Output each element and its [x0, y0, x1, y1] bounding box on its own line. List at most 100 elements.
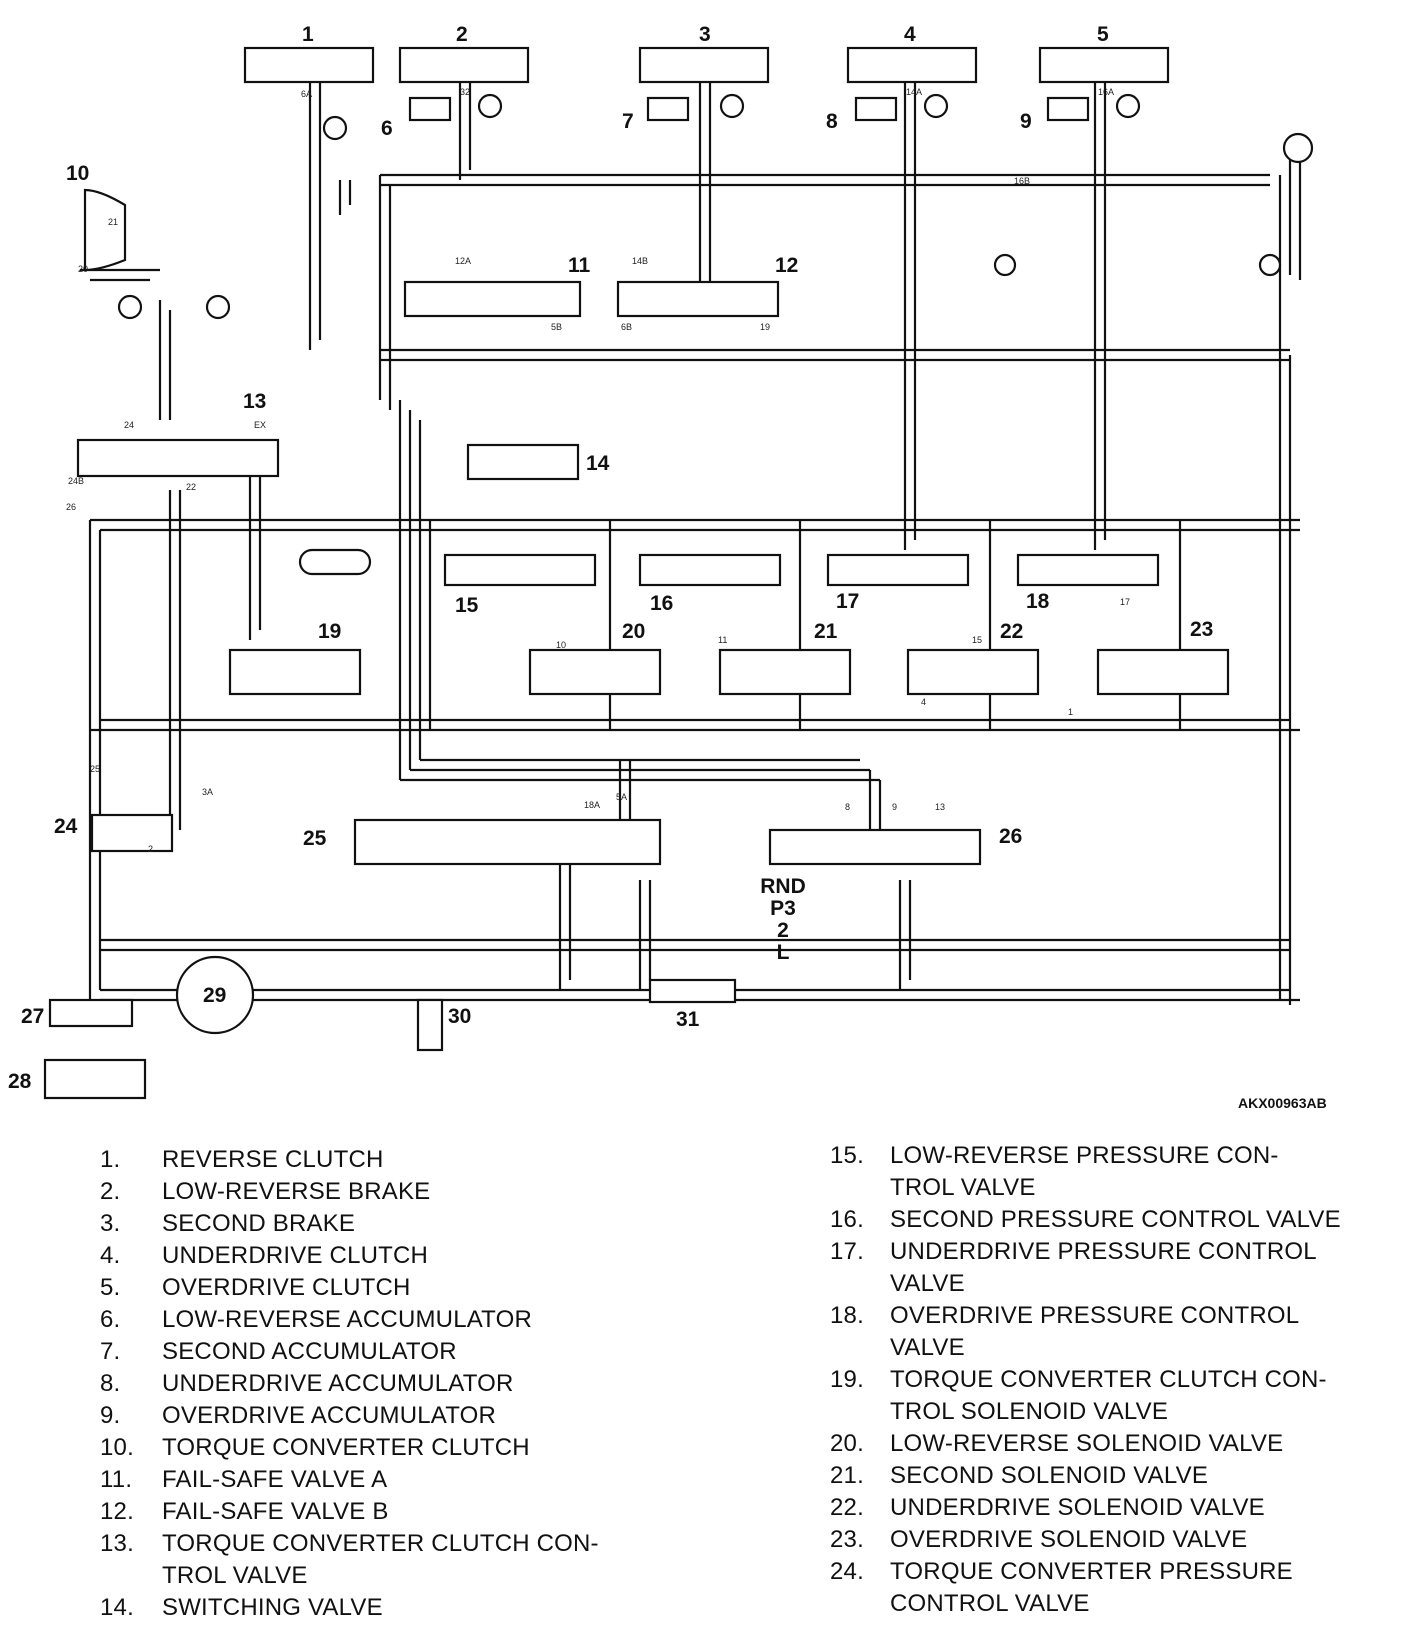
- legend-item-number: 12.: [100, 1498, 134, 1525]
- port-label: 16B: [1014, 176, 1030, 186]
- callout-26: 26: [999, 825, 1022, 848]
- low-reverse-pressure-control-valve: [443, 553, 597, 587]
- valve-bodies: [43, 93, 1314, 1100]
- port-label: 9: [892, 802, 897, 812]
- callout-10: 10: [66, 162, 89, 185]
- low-reverse-accumulator: [408, 96, 452, 122]
- callout-5: 5: [1097, 23, 1109, 46]
- port-label: 6B: [621, 322, 632, 332]
- second-accumulator: [646, 96, 690, 122]
- legend-item-number: 3.: [100, 1210, 121, 1237]
- legend-item-number: 18.: [830, 1302, 864, 1329]
- callout-21: 21: [814, 620, 838, 643]
- overdrive-accumulator: [1046, 96, 1090, 122]
- pressure-check-6: [117, 294, 143, 320]
- port-label: 10: [556, 640, 566, 650]
- port-label: 21: [108, 217, 118, 227]
- callout-27: 27: [21, 1005, 44, 1028]
- callout-9: 9: [1020, 110, 1032, 133]
- overdrive-pressure-control-valve: [1016, 553, 1160, 587]
- legend-item: 8.UNDERDRIVE ACCUMULATOR: [100, 1368, 660, 1400]
- component-30: [416, 998, 444, 1052]
- legend-item-number: 24.: [830, 1558, 864, 1585]
- port-label: 19: [760, 322, 770, 332]
- port-label: 17: [1120, 597, 1130, 607]
- port-label: 4: [921, 697, 926, 707]
- low-reverse-solenoid-valve: [528, 648, 662, 696]
- port-label: 11: [718, 635, 727, 645]
- manual-valve: [768, 828, 982, 866]
- legend-item-number: 1.: [100, 1146, 121, 1173]
- legend-item: 5.OVERDRIVE CLUTCH: [100, 1272, 660, 1304]
- legend-item-number: 7.: [100, 1338, 121, 1365]
- reverse-clutch-box: [243, 46, 375, 84]
- port-label: 16A: [1098, 87, 1114, 97]
- pressure-check-5: [1115, 93, 1141, 119]
- legend-item-number: 6.: [100, 1306, 121, 1333]
- legend-item-text: REVERSE CLUTCH: [162, 1146, 384, 1173]
- underdrive-solenoid-valve: [906, 648, 1040, 696]
- torque-converter-clutch: [83, 188, 127, 272]
- legend-item-number: 20.: [830, 1430, 864, 1457]
- legend-item-text: LOW-REVERSE BRAKE: [162, 1178, 431, 1205]
- overdrive-clutch-box: [1038, 46, 1170, 84]
- legend-item-text: UNDERDRIVE CLUTCH: [162, 1242, 429, 1269]
- callout-28: 28: [8, 1070, 32, 1093]
- pressure-check-4: [923, 93, 949, 119]
- legend-item-number: 16.: [830, 1206, 864, 1233]
- port-label: 25: [90, 764, 100, 774]
- regulator-valve: [353, 818, 662, 866]
- callout-3: 3: [699, 23, 711, 46]
- callout-23: 23: [1190, 618, 1213, 641]
- fail-safe-valve-b: [616, 280, 780, 318]
- legend-item: 21.SECOND SOLENOID VALVE: [830, 1460, 1400, 1492]
- legend-item-number: 14.: [100, 1594, 134, 1621]
- callout-24: 24: [54, 815, 78, 838]
- legend-item-number: 13.: [100, 1530, 134, 1557]
- legend-item: 18.OVERDRIVE PRESSURE CONTROL VALVE: [830, 1300, 1400, 1364]
- pressure-check-7: [205, 294, 231, 320]
- pressure-check-2: [477, 93, 503, 119]
- callout-2: 2: [456, 23, 468, 46]
- callout-31: 31: [676, 1008, 700, 1031]
- second-brake-box: [638, 46, 770, 84]
- second-pressure-control-valve: [638, 553, 782, 587]
- callout-19: 19: [318, 620, 341, 643]
- check-ball-1: [993, 253, 1017, 277]
- legend-item-text: OVERDRIVE ACCUMULATOR: [162, 1402, 497, 1429]
- fail-safe-valve-a: [403, 280, 582, 318]
- legend-item-number: 21.: [830, 1462, 864, 1489]
- callout-7: 7: [622, 110, 634, 133]
- legend-item: 17.UNDERDRIVE PRESSURE CONTROL VALVE: [830, 1236, 1400, 1300]
- callout-18: 18: [1026, 590, 1050, 613]
- port-label: 32: [460, 87, 470, 97]
- port-label: 24B: [68, 476, 84, 486]
- check-ball-2: [1258, 253, 1282, 277]
- second-solenoid-valve: [718, 648, 852, 696]
- legend-item-text: OVERDRIVE CLUTCH: [162, 1274, 411, 1301]
- callout-20: 20: [622, 620, 645, 643]
- legend-item-text: UNDERDRIVE SOLENOID VALVE: [890, 1494, 1265, 1521]
- port-label: 3A: [202, 787, 213, 797]
- port-label: 26: [66, 502, 76, 512]
- hydraulic-circuit-diagram: 1 2 3 4 5 6 7 8 9 10 11 12 13 14 15 16 1…: [8, 23, 1327, 1110]
- component-28: [43, 1058, 147, 1100]
- legend-item-text: SECOND ACCUMULATOR: [162, 1338, 457, 1365]
- callout-12: 12: [775, 254, 798, 277]
- callout-8: 8: [826, 110, 838, 133]
- port-label: 22: [186, 482, 196, 492]
- port-label: 5A: [616, 792, 627, 802]
- port-label: 13: [935, 802, 945, 812]
- pressure-check-3: [719, 93, 745, 119]
- legend-item: 23.OVERDRIVE SOLENOID VALVE: [830, 1524, 1400, 1556]
- legend-item: 4.UNDERDRIVE CLUTCH: [100, 1240, 660, 1272]
- legend-item: 20.LOW-REVERSE SOLENOID VALVE: [830, 1428, 1400, 1460]
- callout-30: 30: [448, 1005, 471, 1028]
- legend-item-number: 8.: [100, 1370, 121, 1397]
- callout-17: 17: [836, 590, 859, 613]
- port-label: 15: [972, 635, 982, 645]
- callout-6: 6: [381, 117, 393, 140]
- legend-item: 2.LOW-REVERSE BRAKE: [100, 1176, 660, 1208]
